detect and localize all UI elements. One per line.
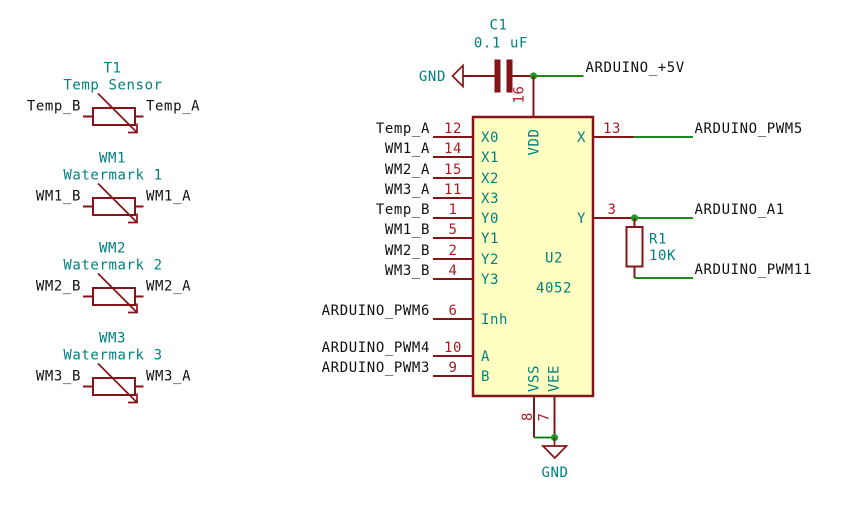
net-label-pin-b[interactable]: Temp_B xyxy=(27,99,81,115)
net-label-wm2-b[interactable]: WM2_B xyxy=(385,243,430,259)
pin-name-y1: Y1 xyxy=(481,231,499,247)
gnd-symbol-bottom[interactable]: GND xyxy=(540,437,569,482)
net-label-wm1-a[interactable]: WM1_A xyxy=(385,141,430,157)
sensor-value[interactable]: Temp Sensor xyxy=(63,78,162,94)
capacitor-plate-right xyxy=(506,59,513,93)
net-label-pin-a[interactable]: WM3_A xyxy=(146,369,191,385)
pin-number-4: 4 xyxy=(448,263,457,279)
net-label-wm1-b[interactable]: WM1_B xyxy=(385,222,430,238)
sensor-value[interactable]: Watermark 1 xyxy=(63,168,162,184)
gnd-symbol-top[interactable]: GND xyxy=(419,63,464,89)
net-label-wm3-b[interactable]: WM3_B xyxy=(385,263,430,279)
sensor-arrowhead-icon xyxy=(128,213,138,224)
pin-name-x1: X1 xyxy=(481,150,499,166)
sensor-diagonal xyxy=(97,92,138,134)
net-label-arduino-pwm6[interactable]: ARDUINO_PWM6 xyxy=(322,303,430,319)
net-label-wm3-a[interactable]: WM3_A xyxy=(385,182,430,198)
pin-name-y2: Y2 xyxy=(481,252,499,268)
pin-number-6: 6 xyxy=(448,303,457,319)
gnd-triangle-icon xyxy=(540,445,569,460)
gnd-label[interactable]: GND xyxy=(541,465,568,481)
net-label-arduino-pwm3[interactable]: ARDUINO_PWM3 xyxy=(322,360,430,376)
sensor-reference[interactable]: WM2 xyxy=(99,241,126,257)
pin-name-b: B xyxy=(481,369,490,385)
sensor-wm3[interactable]: WM3 Watermark 3 WM3_B WM3_A xyxy=(36,331,191,404)
pin-number-15: 15 xyxy=(444,162,462,178)
pin-number-11: 11 xyxy=(444,182,462,198)
net-label-temp-b[interactable]: Temp_B xyxy=(376,202,430,218)
ic-body xyxy=(471,115,595,398)
ic-value[interactable]: 4052 xyxy=(536,281,572,297)
pin-number-3: 3 xyxy=(607,202,616,218)
pin-name-a: A xyxy=(481,349,490,365)
pin-name-x: X xyxy=(577,130,586,146)
pin-name-inh: Inh xyxy=(481,312,508,328)
pin-number-12: 12 xyxy=(444,121,462,137)
sensor-diagonal xyxy=(97,182,138,224)
sensor-arrowhead-icon xyxy=(128,123,138,134)
net-label-pin-b[interactable]: WM1_B xyxy=(36,189,81,205)
net-label-arduino-5v[interactable]: ARDUINO_+5V xyxy=(586,60,685,76)
net-label-wm2-a[interactable]: WM2_A xyxy=(385,162,430,178)
pin-number-5: 5 xyxy=(448,222,457,238)
sensor-diagonal xyxy=(97,272,138,314)
net-label-arduino-pwm5[interactable]: ARDUINO_PWM5 xyxy=(695,121,803,137)
ic-reference[interactable]: U2 xyxy=(545,251,563,267)
pin-name-y3: Y3 xyxy=(481,272,499,288)
sensor-wm1[interactable]: WM1 Watermark 1 WM1_B WM1_A xyxy=(36,151,191,224)
pin-number-10: 10 xyxy=(444,340,462,356)
gnd-triangle-icon xyxy=(451,63,464,89)
sensor-reference[interactable]: WM1 xyxy=(99,151,126,167)
net-label-pin-a[interactable]: WM2_A xyxy=(146,279,191,295)
net-label-pin-b[interactable]: WM2_B xyxy=(36,279,81,295)
pin-number-9: 9 xyxy=(448,360,457,376)
net-label-pin-b[interactable]: WM3_B xyxy=(36,369,81,385)
pin-number-14: 14 xyxy=(444,141,462,157)
sensor-arrowhead-icon xyxy=(128,303,138,314)
ic-u2[interactable]: U2 4052 VDD 12 X0 14 X1 15 X2 11 X3 1 Y0… xyxy=(433,115,634,438)
resistor-reference[interactable]: R1 xyxy=(649,232,667,248)
capacitor-plate-left xyxy=(494,59,501,93)
capacitor-c1[interactable]: C1 0.1 uF xyxy=(463,18,534,93)
capacitor-reference[interactable]: C1 xyxy=(489,18,507,34)
sensor-diagonal xyxy=(97,362,138,404)
resistor-body xyxy=(625,226,644,268)
pin-name-y: Y xyxy=(577,211,586,227)
net-label-pin-a[interactable]: Temp_A xyxy=(146,99,200,115)
pin-number-7: 7 xyxy=(537,412,553,421)
sensor-value[interactable]: Watermark 2 xyxy=(63,258,162,274)
sensor-reference[interactable]: WM3 xyxy=(99,331,126,347)
pin-number-1: 1 xyxy=(448,202,457,218)
pin-name-x0: X0 xyxy=(481,130,499,146)
resistor-r1[interactable]: R1 10K xyxy=(625,218,677,278)
pin-name-x3: X3 xyxy=(481,191,499,207)
resistor-value[interactable]: 10K xyxy=(649,248,676,264)
pin-name-vss: VSS xyxy=(527,365,543,392)
sensor-arrowhead-icon xyxy=(128,393,138,404)
net-label-pin-a[interactable]: WM1_A xyxy=(146,189,191,205)
net-label-arduino-a1[interactable]: ARDUINO_A1 xyxy=(695,202,785,218)
net-label-arduino-pwm11[interactable]: ARDUINO_PWM11 xyxy=(695,262,812,278)
gnd-label[interactable]: GND xyxy=(419,69,446,85)
pin-number-8: 8 xyxy=(520,412,536,421)
pin-name-x2: X2 xyxy=(481,171,499,187)
net-label-arduino-pwm4[interactable]: ARDUINO_PWM4 xyxy=(322,340,430,356)
pin-name-vdd: VDD xyxy=(527,128,543,155)
sensor-value[interactable]: Watermark 3 xyxy=(63,348,162,364)
pin-name-y0: Y0 xyxy=(481,211,499,227)
sensor-wm2[interactable]: WM2 Watermark 2 WM2_B WM2_A xyxy=(36,241,191,314)
pin-number-2: 2 xyxy=(448,243,457,259)
sensor-reference[interactable]: T1 xyxy=(103,61,121,77)
pin-name-vee: VEE xyxy=(547,365,563,392)
pin-number-16: 16 xyxy=(512,85,528,103)
pin-number-13: 13 xyxy=(603,121,621,137)
sensor-t1[interactable]: T1 Temp Sensor Temp_B Temp_A xyxy=(27,61,200,134)
capacitor-value[interactable]: 0.1 uF xyxy=(474,36,528,52)
net-label-temp-a[interactable]: Temp_A xyxy=(376,121,430,137)
